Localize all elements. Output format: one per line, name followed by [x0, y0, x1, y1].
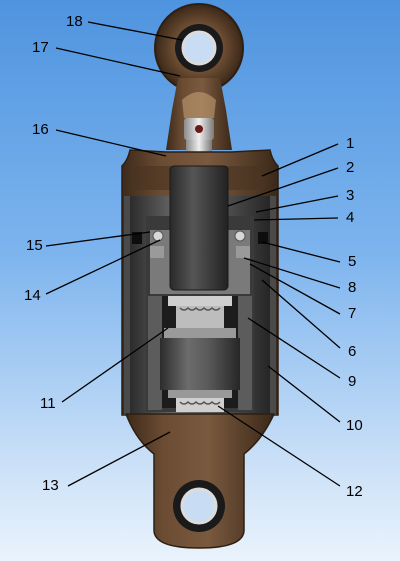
callout-15: 15 [26, 237, 43, 254]
callout-6: 6 [348, 343, 356, 360]
leader-6 [261, 279, 341, 349]
callout-labels: 1 2 3 4 5 6 7 8 9 10 11 12 13 14 15 16 1… [24, 13, 363, 500]
seals [132, 230, 268, 258]
base-valve-top [168, 390, 232, 398]
leader-18 [87, 21, 183, 41]
oring-left [152, 230, 164, 242]
top-mount [154, 3, 244, 150]
leader-1 [261, 143, 339, 177]
piston [160, 296, 240, 390]
callout-3: 3 [346, 187, 354, 204]
leader-lines [45, 21, 341, 487]
leader-5 [261, 241, 341, 263]
piston-valve [176, 306, 224, 328]
callout-9: 9 [348, 373, 356, 390]
bottom-mount [124, 413, 276, 549]
leader-17 [55, 47, 181, 77]
left-wall [148, 296, 162, 410]
leader-3 [255, 195, 339, 213]
callout-5: 5 [348, 253, 356, 270]
oring-right [234, 230, 246, 242]
leader-14 [45, 239, 161, 295]
callout-10: 10 [346, 417, 363, 434]
callout-1: 1 [346, 135, 354, 152]
callout-18: 18 [66, 13, 83, 30]
callout-17: 17 [32, 39, 49, 56]
leader-4 [253, 217, 339, 221]
callout-4: 4 [346, 209, 354, 226]
piston-ring [164, 328, 236, 338]
leader-16 [55, 129, 167, 157]
seal-right [258, 232, 268, 244]
leader-15 [45, 231, 151, 247]
bottom-eye-hole [180, 487, 218, 525]
piston-cap [168, 296, 232, 306]
piston-body [160, 338, 240, 390]
base-valve-body [176, 398, 224, 412]
base-valve [168, 390, 232, 412]
bushing-right [236, 246, 250, 258]
valve-spring [179, 306, 221, 311]
leader-12 [217, 405, 341, 487]
bushing-left [150, 246, 164, 258]
callout-13: 13 [42, 477, 59, 494]
base-valve-spring [179, 400, 221, 405]
callout-14: 14 [24, 287, 41, 304]
rod-nut-pin [195, 125, 203, 133]
leader-13 [67, 431, 171, 487]
callout-8: 8 [348, 279, 356, 296]
callout-16: 16 [32, 121, 49, 138]
leader-7 [249, 263, 341, 315]
neck-highlight [182, 92, 216, 118]
right-wall [238, 296, 252, 410]
callout-2: 2 [346, 159, 354, 176]
leader-2 [227, 167, 339, 207]
rod-body [169, 165, 229, 291]
leader-11 [61, 327, 169, 403]
callout-7: 7 [348, 305, 356, 322]
seal-left [132, 232, 142, 244]
leader-10 [267, 365, 341, 423]
leader-8 [243, 257, 341, 289]
top-eye-hole [181, 30, 217, 66]
leader-9 [247, 317, 341, 379]
callout-12: 12 [346, 483, 363, 500]
callout-11: 11 [40, 395, 56, 412]
piston-rod [169, 165, 229, 291]
